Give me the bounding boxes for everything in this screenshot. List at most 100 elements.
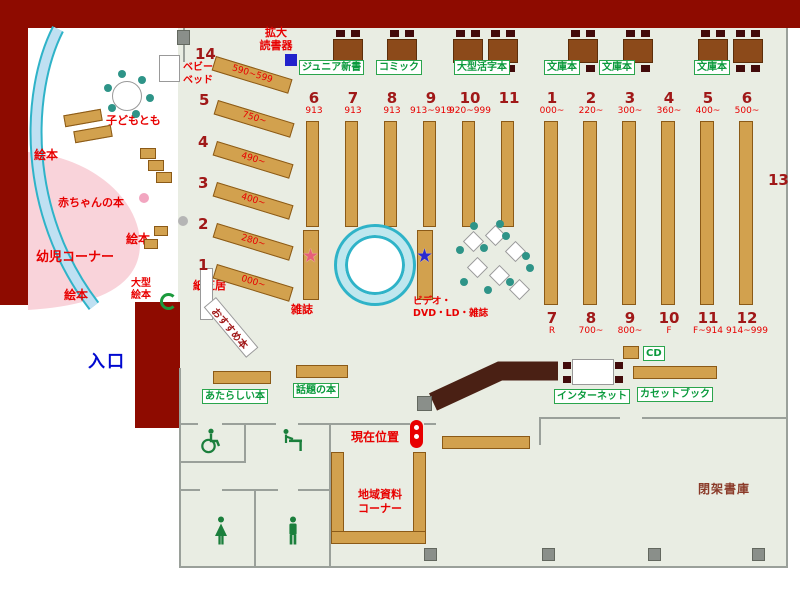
reading-table: [567, 30, 599, 72]
stack-number: 11: [697, 309, 719, 327]
magnifier-label-1: 拡大: [265, 26, 287, 39]
stack-range: 913: [344, 105, 362, 116]
stack-range: R: [548, 325, 556, 336]
bookshelf: [462, 121, 475, 227]
stack-range: 000~: [539, 105, 565, 116]
stack-number: 3: [624, 89, 636, 107]
stack-range: 920~999: [449, 105, 491, 116]
pillar: [417, 396, 432, 411]
chairs-row: [567, 30, 599, 37]
chair-dot: [526, 264, 534, 272]
genre-box: 文庫本: [694, 60, 730, 75]
star-marker-blue: ★: [416, 245, 434, 267]
kids-chair-dot: [138, 76, 146, 84]
stack-number: 4: [198, 133, 209, 151]
stack-range: 800~: [617, 325, 643, 336]
stool-gray: [178, 216, 188, 226]
stack-number: 10: [459, 89, 481, 107]
chairs-row: [386, 30, 418, 37]
regional-label-1: 地域資料: [358, 488, 402, 501]
mens-toilet-icon: [289, 516, 297, 545]
reading-table: [452, 30, 484, 72]
internet-table: [572, 359, 614, 385]
regional-label-2: コーナー: [358, 502, 402, 515]
pillar: [752, 548, 765, 561]
reading-table: [732, 30, 764, 72]
wall-top: [0, 0, 800, 28]
bookshelf: [442, 436, 530, 449]
kodomo-tomo-label: 子どもとも: [106, 114, 161, 127]
wall-toilet-right: [329, 423, 331, 568]
wall-toilet-inner: [298, 489, 330, 491]
stack-number-13: 13: [768, 171, 789, 189]
wall-toilet-inner: [244, 423, 246, 463]
reading-table: [622, 30, 654, 72]
wall-closed-stacks: [642, 417, 788, 419]
kids-step-shelf: [156, 172, 172, 183]
chair-dot: [480, 244, 488, 252]
stack-label: 11: [486, 90, 532, 107]
bookshelf: [345, 121, 358, 227]
entrance-corridor: [28, 308, 135, 428]
bookshelf: [583, 121, 597, 305]
wall-closed-stacks-stub: [539, 417, 541, 445]
kids-chair-dot: [118, 70, 126, 78]
pillar: [648, 548, 661, 561]
wall-bottom-border: [180, 566, 788, 568]
chair-dot: [522, 252, 530, 260]
kids-step-shelf: [140, 148, 156, 159]
baby-bed: [159, 55, 180, 82]
wall-toilet-inner: [222, 489, 278, 491]
kids-chair-dot: [146, 94, 154, 102]
bookshelf: [306, 121, 319, 227]
stack-range: F: [666, 325, 672, 336]
stack-range: 220~: [578, 105, 604, 116]
table-top: [453, 39, 483, 63]
kids-round-table: [112, 81, 142, 111]
chairs-row: [332, 30, 364, 37]
bookshelf: [544, 121, 558, 305]
bookshelf: [622, 121, 636, 305]
wall-left: [0, 0, 28, 305]
chairs-row: [732, 65, 764, 72]
infant-zone-shape: [28, 152, 140, 310]
wall-toilet-divider: [254, 489, 256, 568]
wall-stub-top: [183, 28, 185, 62]
kids-step-shelf: [148, 160, 164, 171]
stack-range: 500~: [734, 105, 760, 116]
stack-range: 400~: [695, 105, 721, 116]
reading-table: [332, 30, 364, 72]
new-books-label: あたらしい本: [202, 389, 268, 404]
bookshelf: [739, 121, 753, 305]
stack-number: 5: [199, 91, 210, 109]
genre-box: 大型活字本: [454, 60, 510, 75]
wheelchair-icon: [201, 428, 221, 454]
table-top: [698, 39, 728, 63]
chairs-row: [697, 30, 729, 37]
stack-number: 6: [741, 89, 753, 107]
table-top: [568, 39, 598, 63]
stack-number: 11: [498, 89, 520, 107]
stack-number: 12: [736, 309, 758, 327]
regional-shelf-bottom: [331, 531, 426, 544]
large-picture-books-label-2: 絵本: [131, 290, 151, 301]
wall-toilet: [180, 423, 198, 425]
stack-range: 913: [305, 105, 323, 116]
chair-dot: [506, 278, 514, 286]
chairs-row: [622, 30, 654, 37]
service-counter: [429, 361, 558, 411]
chairs-row: [452, 30, 484, 37]
magazines-label: 雑誌: [291, 303, 313, 316]
chair-dot: [460, 278, 468, 286]
entrance-label: 入口: [88, 352, 126, 372]
